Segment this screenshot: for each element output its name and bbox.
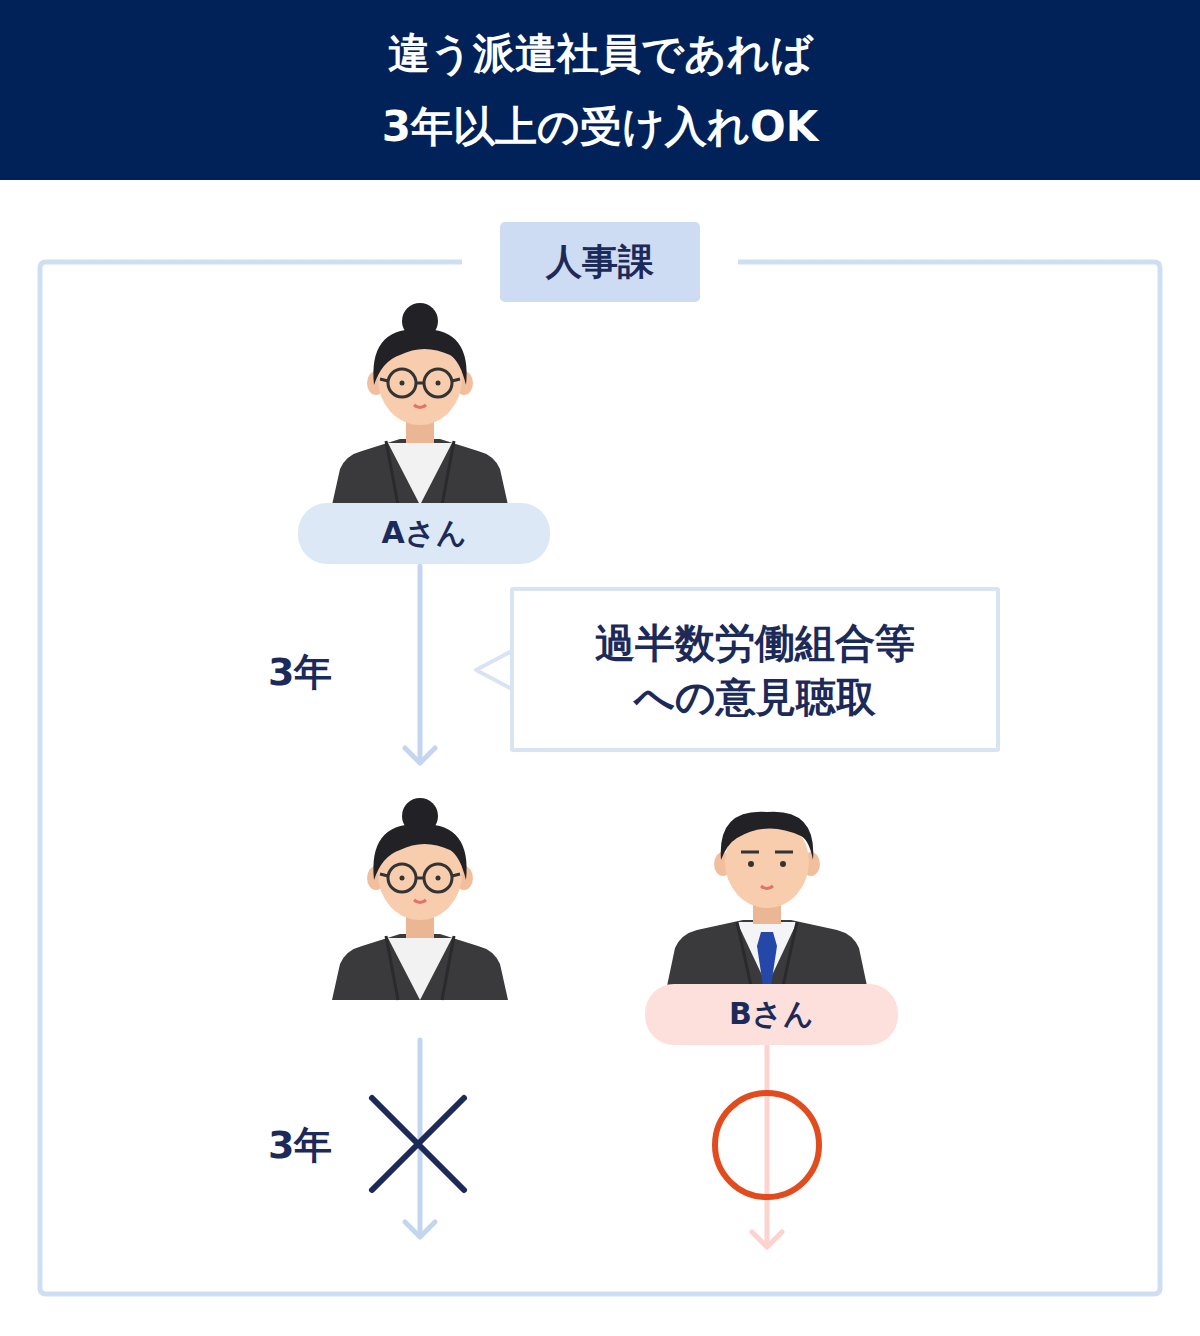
duration-label: 3年 (268, 646, 332, 698)
name-pill: Aさん (298, 503, 550, 564)
cross-mark (372, 1098, 464, 1190)
department-heading: 人事課 (500, 222, 700, 302)
title-band (0, 0, 1200, 180)
worker-a-figure (332, 303, 508, 505)
name-pill: Bさん (645, 984, 898, 1045)
person-name: Bさん (729, 994, 814, 1035)
duration-label: 3年 (268, 1119, 332, 1171)
callout-text: 過半数労働組合等 への意見聴取 (530, 616, 980, 724)
circle-mark (715, 1093, 819, 1197)
person-name: Aさん (381, 513, 466, 554)
timeline-arrow (752, 1046, 782, 1247)
title: 違う派遣社員であれば 3年以上の受け入れOK (250, 17, 950, 164)
callout-box: 過半数労働組合等 への意見聴取 (510, 587, 1000, 752)
title-box: 違う派遣社員であれば 3年以上の受け入れOK (0, 0, 1200, 180)
callout-pointer (476, 650, 514, 690)
worker-b-figure (667, 812, 867, 986)
department-frame: 人事課Aさん過半数労働組合等 への意見聴取Bさん (38, 260, 1162, 1296)
department-frame (40, 262, 1160, 1294)
worker-a-figure (332, 798, 508, 1000)
